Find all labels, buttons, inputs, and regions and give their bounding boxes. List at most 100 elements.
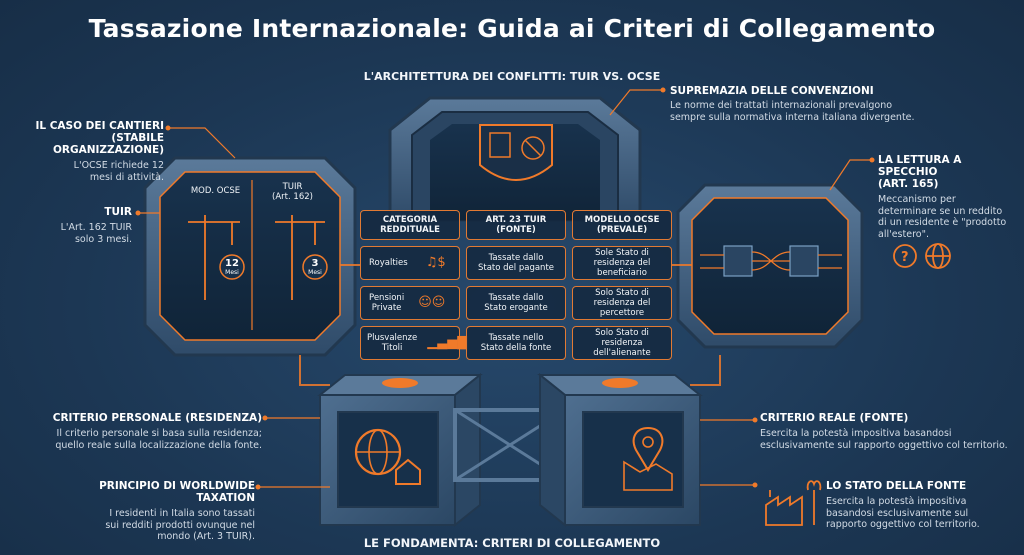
annotation-body: Il criterio personale si basa sulla resi…: [56, 428, 262, 439]
cell-text: percettore: [599, 308, 645, 318]
cell-text: beneficiario: [597, 268, 647, 278]
svg-text:?: ?: [901, 250, 909, 265]
annotation-cantieri: IL CASO DEI CANTIERI (STABILE ORGANIZZAZ…: [12, 120, 164, 183]
connector-pipes: [299, 264, 721, 386]
annotation-heading: CRITERIO PERSONALE (RESIDENZA): [52, 412, 262, 424]
cell-text: Tassate nello: [488, 333, 544, 343]
annotation-body: Esercita la potestà impositiva basandosi: [760, 428, 952, 439]
cell-text: residenza del: [593, 298, 651, 308]
annotation-heading: TUIR: [104, 206, 132, 218]
annotation-worldwide: PRINCIPIO DI WORLDWIDE TAXATION I reside…: [40, 480, 255, 543]
annotation-heading: (STABILE ORGANIZZAZIONE): [52, 132, 164, 156]
cell-text: Tassate dallo: [488, 253, 544, 263]
cell-text: Sole Stato di: [595, 248, 649, 258]
annotation-body: quello reale sulla localizzazione della …: [55, 439, 262, 451]
cell-text: Stato erogante: [484, 303, 548, 313]
annotation-body: all'estero".: [878, 228, 929, 240]
col-tuir-label: TUIR: [282, 182, 303, 192]
category-label: Royalties: [369, 258, 408, 268]
page-title: Tassazione Internazionale: Guida ai Crit…: [88, 14, 936, 43]
left-cube: [317, 372, 483, 528]
annotation-body: di un residente è "prodotto: [878, 217, 1007, 228]
annotation-heading: LA LETTURA A SPECCHIO: [878, 154, 962, 178]
header-text: (PREVALE): [596, 225, 648, 235]
annotation-body: L'Art. 162 TUIR: [60, 222, 132, 233]
table-row-royalties-category: Royalties ♫$: [360, 246, 460, 280]
music-money-icon: ♫$: [425, 255, 446, 270]
table-header-ocse: MODELLO OCSE(PREVALE): [572, 210, 672, 240]
annotation-heading: IL CASO DEI CANTIERI: [35, 120, 164, 132]
annotation-body: mesi di attività.: [89, 171, 164, 183]
central-arch: [388, 96, 642, 222]
category-line: Private: [371, 303, 402, 313]
cell-text: Tassate dallo: [488, 293, 544, 303]
annotation-heading: (ART. 165): [878, 178, 939, 190]
left-octagon-panel: [143, 156, 357, 357]
annotation-body: solo 3 mesi.: [74, 233, 132, 245]
header-text: ART. 23 TUIR: [485, 215, 547, 225]
annotation-stato-fonte: LO STATO DELLA FONTE Esercita la potestà…: [826, 480, 1016, 531]
section-footer: LE FONDAMENTA: CRITERI DI COLLEGAMENTO: [363, 536, 661, 550]
cell-text: residenza del: [593, 258, 651, 268]
annotation-body: sui redditi prodotti ovunque nel: [105, 519, 255, 531]
header-text: REDDITUALE: [380, 225, 440, 235]
annotation-specchio: LA LETTURA A SPECCHIO (ART. 165) Meccani…: [878, 154, 1020, 240]
annotation-supremazia: SUPREMAZIA DELLE CONVENZIONI Le norme de…: [670, 85, 950, 123]
tuir-months-unit: Mesi: [308, 269, 322, 276]
col-tuir-article: (Art. 162): [272, 192, 313, 202]
cell-text: residenza: [601, 338, 643, 348]
annotation-tuir: TUIR L'Art. 162 TUIR solo 3 mesi.: [20, 206, 132, 245]
annotation-body: Esercita la potestà impositiva: [826, 496, 967, 507]
question-globe-icon: [893, 243, 951, 269]
annotation-personale: CRITERIO PERSONALE (RESIDENZA) Il criter…: [40, 412, 262, 451]
tuir-months-number: 3: [311, 258, 319, 269]
section-subtitle: L'ARCHITETTURA DEI CONFLITTI: TUIR VS. O…: [363, 70, 661, 83]
people-icon: ☺☺: [418, 295, 446, 310]
tuir-months-badge: 3 Mesi: [303, 258, 327, 276]
annotation-body: L'OCSE richiede 12: [73, 160, 164, 171]
annotation-body: basandosi esclusivamente sul: [826, 507, 969, 519]
category-line: Titoli: [381, 343, 403, 353]
cell-text: dell'alienante: [593, 348, 651, 358]
annotation-body: rapporto oggettivo col territorio.: [826, 519, 980, 530]
ocse-months-unit: Mesi: [225, 269, 239, 276]
annotation-body: sempre sulla normativa interna italiana …: [670, 111, 915, 123]
annotation-body: determinare se un reddito: [878, 205, 1003, 217]
annotation-body: mondo (Art. 3 TUIR).: [157, 531, 255, 542]
factory-icon: [765, 480, 822, 526]
category-line: Plusvalenze: [367, 333, 418, 343]
annotation-body: Meccanismo per: [878, 194, 956, 205]
annotation-heading: PRINCIPIO DI WORLDWIDE TAXATION: [99, 480, 255, 504]
header-text: CATEGORIA: [382, 215, 438, 225]
header-text: (FONTE): [496, 225, 536, 235]
ocse-months-number: 12: [225, 258, 239, 269]
annotation-body: esclusivamente sul rapporto oggettivo co…: [760, 439, 1008, 451]
right-octagon-panel: [676, 183, 864, 349]
col-ocse-label: MOD. OCSE: [190, 186, 241, 196]
right-cube: [537, 372, 703, 528]
cell-text: Stato della fonte: [480, 343, 552, 353]
cell-text: Solo Stato di: [595, 328, 649, 338]
annotation-reale: CRITERIO REALE (FONTE) Esercita la potes…: [760, 412, 1022, 451]
annotation-heading: SUPREMAZIA DELLE CONVENZIONI: [670, 85, 874, 97]
cell-text: Stato del pagante: [477, 263, 555, 273]
ocse-months-badge: 12 Mesi: [220, 258, 244, 276]
annotation-heading: LO STATO DELLA FONTE: [826, 480, 967, 492]
annotation-heading: CRITERIO REALE (FONTE): [760, 412, 909, 424]
category-line: Pensioni: [369, 293, 405, 303]
annotation-body: I residenti in Italia sono tassati: [109, 508, 255, 519]
leader-lines: [138, 89, 872, 488]
annotation-body: Le norme dei trattati internazionali pre…: [670, 100, 893, 111]
